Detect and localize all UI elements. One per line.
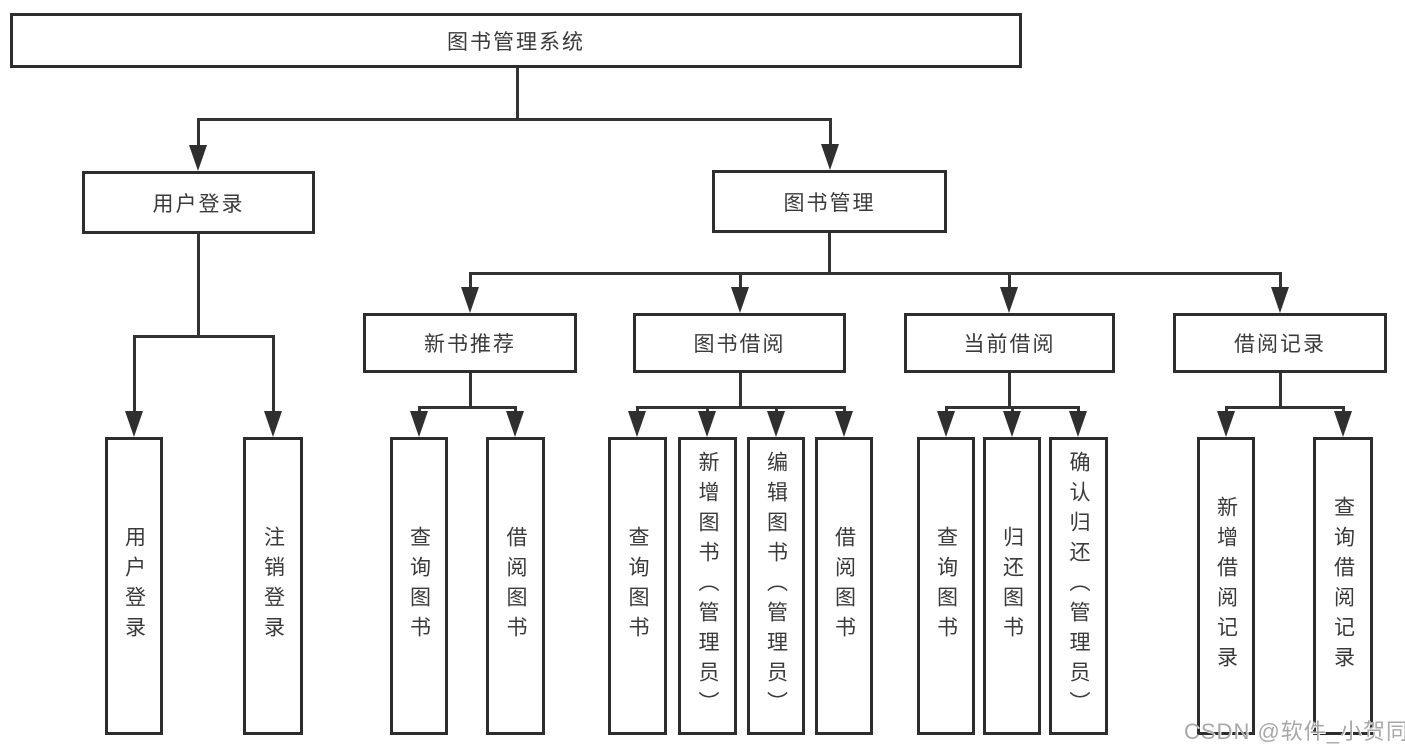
arrowhead-leaf-e1 — [1217, 411, 1235, 437]
leaf-add-books-admin-label: 新增图书（管理员） — [696, 451, 719, 721]
connector-borrow-record-bar — [1225, 406, 1344, 409]
node-library-system-label: 图书管理系统 — [447, 30, 585, 54]
watermark: CSDN @软件_小贺同学 — [1184, 719, 1405, 744]
connector-borrow-record-stem — [1279, 373, 1282, 408]
connector-borrow-record-drop — [1279, 272, 1282, 290]
connector-leaf-c4-drop — [843, 406, 846, 414]
arrowhead-leaf-c3 — [767, 411, 785, 437]
leaf-query-books-borrowing-label: 查询图书 — [626, 526, 649, 646]
connector-leaf-d1-drop — [945, 406, 948, 414]
connector-leaf-e1-drop — [1225, 406, 1228, 414]
leaf-borrow-books-recommend: 借阅图书 — [486, 437, 545, 735]
arrowhead-leaf-b2 — [506, 411, 524, 437]
connector-leaf-b2-drop — [514, 406, 517, 414]
arrowhead-current-borrow — [1000, 287, 1018, 313]
leaf-borrow-books-borrowing-label: 借阅图书 — [832, 526, 856, 646]
connector-leaf-c1-drop — [636, 406, 639, 414]
arrowhead-leaf-d2 — [1003, 411, 1021, 437]
arrowhead-leaf-c4 — [835, 411, 853, 437]
connector-level3-bar — [469, 272, 1281, 275]
node-new-book-recommendation-label: 新书推荐 — [424, 333, 516, 356]
node-library-system: 图书管理系统 — [10, 13, 1022, 68]
connector-current-borrow-stem — [1008, 373, 1011, 408]
leaf-return-books: 归还图书 — [983, 437, 1041, 735]
leaf-edit-books-admin-label: 编辑图书（管理员） — [764, 451, 788, 721]
connector-leaf-c2-drop — [706, 406, 709, 414]
arrowhead-user-login — [189, 145, 207, 171]
connector-level2-bar — [197, 118, 832, 121]
leaf-user-login: 用户登录 — [105, 437, 163, 735]
leaf-query-books-recommend-label: 查询图书 — [407, 526, 431, 646]
leaf-add-books-admin: 新增图书（管理员） — [678, 437, 737, 735]
connector-leaf-e2-drop — [1342, 406, 1345, 414]
connector-new-book-drop — [469, 272, 472, 290]
arrowhead-leaf-c2 — [698, 411, 716, 437]
leaf-borrow-books-recommend-label: 借阅图书 — [504, 526, 527, 646]
connector-leaf-d3-drop — [1077, 406, 1080, 414]
arrowhead-leaf-e2 — [1334, 411, 1352, 437]
connector-book-borrow-stem — [739, 373, 742, 408]
connector-book-borrow-drop — [739, 272, 742, 290]
arrowhead-leaf-b1 — [410, 411, 428, 437]
node-borrowing-records-label: 借阅记录 — [1234, 333, 1326, 356]
leaf-logout: 注销登录 — [243, 437, 303, 735]
leaf-add-borrow-record-label: 新增借阅记录 — [1214, 496, 1238, 676]
arrowhead-leaf-d3 — [1069, 411, 1087, 437]
arrowhead-new-book — [461, 287, 479, 313]
leaf-borrow-books-borrowing: 借阅图书 — [815, 437, 873, 735]
connector-book-mgmt-drop — [829, 118, 832, 148]
leaf-query-borrow-record-label: 查询借阅记录 — [1331, 496, 1355, 676]
node-user-login: 用户登录 — [82, 171, 315, 234]
leaf-query-books-borrowing: 查询图书 — [608, 437, 667, 735]
connector-leaf-d2-drop — [1011, 406, 1014, 414]
connector-book-borrow-bar — [636, 406, 845, 409]
node-current-borrowing-label: 当前借阅 — [963, 333, 1056, 356]
leaf-confirm-return-admin-label: 确认归还（管理员） — [1067, 451, 1090, 721]
leaf-query-borrow-record: 查询借阅记录 — [1313, 437, 1373, 735]
connector-root-stem — [516, 68, 519, 120]
node-book-management: 图书管理 — [712, 170, 947, 233]
leaf-edit-books-admin: 编辑图书（管理员） — [747, 437, 805, 735]
node-book-borrowing: 图书借阅 — [633, 313, 846, 373]
connector-current-borrow-drop — [1008, 272, 1011, 290]
node-user-login-label: 用户登录 — [152, 192, 245, 216]
arrowhead-book-mgmt — [821, 144, 839, 170]
connector-book-mgmt-stem — [828, 233, 831, 274]
connector-new-book-bar — [418, 406, 516, 409]
leaf-query-books-recommend: 查询图书 — [390, 437, 448, 735]
node-current-borrowing: 当前借阅 — [904, 313, 1115, 373]
connector-leaf-a1-drop — [133, 335, 136, 412]
leaf-confirm-return-admin: 确认归还（管理员） — [1049, 437, 1108, 735]
leaf-logout-label: 注销登录 — [261, 526, 285, 646]
node-book-borrowing-label: 图书借阅 — [693, 333, 786, 356]
leaf-user-login-label: 用户登录 — [122, 526, 146, 646]
node-borrowing-records: 借阅记录 — [1173, 313, 1387, 373]
arrowhead-leaf-d1 — [937, 411, 955, 437]
arrowhead-leaf-a1 — [125, 411, 143, 437]
leaf-add-borrow-record: 新增借阅记录 — [1197, 437, 1255, 735]
arrowhead-book-borrow — [731, 287, 749, 313]
leaf-return-books-label: 归还图书 — [1000, 526, 1024, 646]
node-new-book-recommendation: 新书推荐 — [363, 313, 577, 373]
node-book-management-label: 图书管理 — [783, 191, 876, 215]
connector-leaf-c3-drop — [775, 406, 778, 414]
leaf-query-books-current: 查询图书 — [917, 437, 975, 735]
connector-user-login-stem — [197, 234, 200, 337]
connector-leaf-b1-drop — [418, 406, 421, 414]
connector-leaf-a2-drop — [272, 335, 275, 412]
leaf-query-books-current-label: 查询图书 — [934, 526, 958, 646]
arrowhead-leaf-a2 — [264, 411, 282, 437]
connector-user-login-drop — [197, 118, 200, 148]
arrowhead-borrow-record — [1271, 287, 1289, 313]
connector-user-login-bar — [133, 335, 275, 338]
arrowhead-leaf-c1 — [628, 411, 646, 437]
connector-new-book-stem — [469, 373, 472, 408]
